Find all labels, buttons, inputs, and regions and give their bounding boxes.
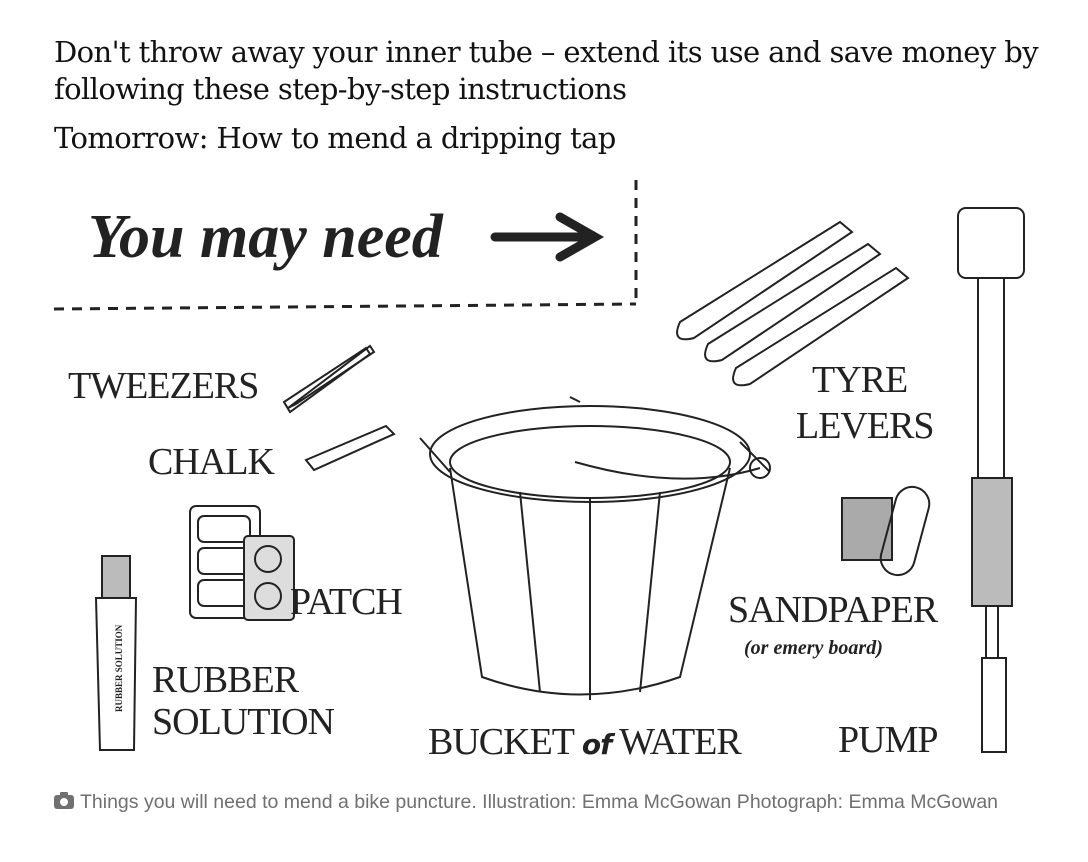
chalk-drawing bbox=[304, 424, 396, 472]
label-bucket: BUCKET of WATER bbox=[428, 721, 742, 763]
standfirst-text: Don't throw away your inner tube – exten… bbox=[54, 35, 1039, 106]
illustration: You may need TWEEZERS CHALK PATCH RUBBER… bbox=[53, 180, 1025, 763]
label-patch: PATCH bbox=[290, 581, 402, 623]
image-caption: Things you will need to mend a bike punc… bbox=[54, 788, 1044, 816]
label-pump: PUMP bbox=[838, 719, 938, 761]
label-tweezers: TWEEZERS bbox=[68, 365, 258, 407]
label-sandpaper: SANDPAPER bbox=[728, 589, 939, 631]
tyre-levers-drawing bbox=[676, 220, 910, 387]
heading-box: You may need bbox=[53, 180, 638, 311]
label-chalk: CHALK bbox=[148, 441, 275, 483]
bucket-drawing bbox=[419, 396, 771, 700]
tomorrow-teaser: Tomorrow: How to mend a dripping tap bbox=[54, 121, 616, 155]
caption-text: Things you will need to mend a bike punc… bbox=[80, 791, 999, 813]
tweezers-drawing bbox=[282, 344, 376, 414]
standfirst: Don't throw away your inner tube – exten… bbox=[54, 34, 1054, 157]
rubber-solution-tube: RUBBER SOLUTION bbox=[94, 555, 138, 751]
patch-drawing bbox=[189, 505, 295, 621]
camera-icon bbox=[54, 792, 74, 809]
heading-text: You may need bbox=[88, 203, 444, 271]
arrow-right-icon bbox=[490, 212, 605, 262]
label-tyre: TYRE bbox=[812, 359, 907, 401]
label-sandpaper-note: (or emery board) bbox=[744, 637, 883, 659]
label-solution: SOLUTION bbox=[152, 701, 335, 743]
label-levers: LEVERS bbox=[796, 405, 934, 447]
label-rubber: RUBBER bbox=[152, 659, 300, 701]
pump-drawing bbox=[957, 207, 1025, 753]
tube-label: RUBBER SOLUTION bbox=[114, 624, 124, 712]
sandpaper-drawing bbox=[841, 485, 931, 577]
